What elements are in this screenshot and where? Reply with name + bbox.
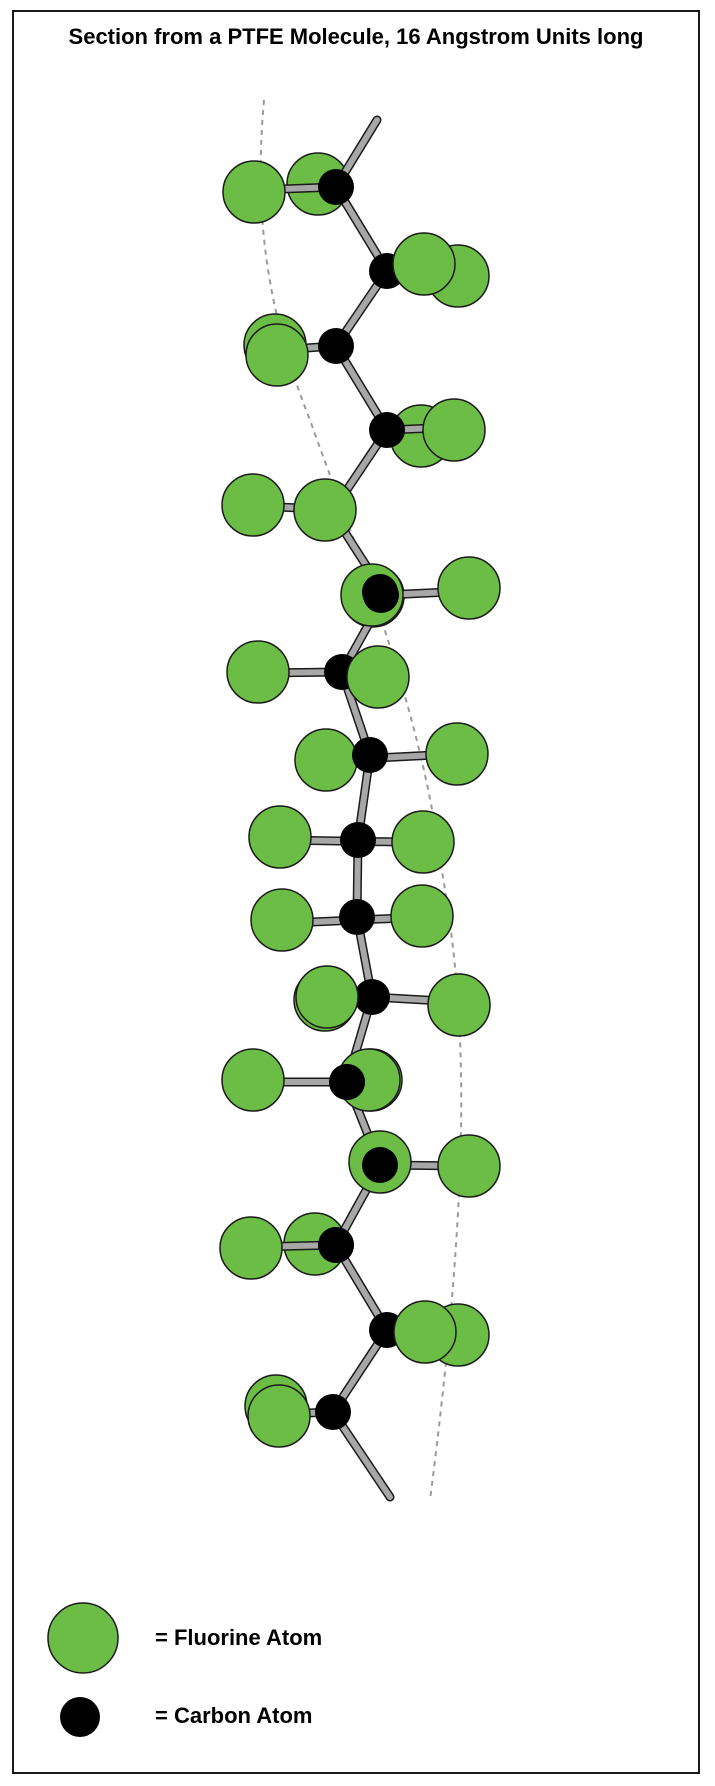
legend-carbon-label: = Carbon Atom <box>155 1703 313 1728</box>
legend-fluorine-label: = Fluorine Atom <box>155 1625 323 1650</box>
carbon-atom <box>318 328 354 364</box>
carbon-atom <box>340 822 376 858</box>
fluorine-atom <box>295 965 359 1029</box>
fluorine-atom <box>221 473 285 537</box>
fluorine-atom <box>221 1048 285 1112</box>
fluorine-atom <box>393 1300 457 1364</box>
fluorine-atom <box>392 232 456 296</box>
fluorine-atom <box>219 1216 283 1280</box>
fluorine-atom <box>422 398 486 462</box>
diagram-title: Section from a PTFE Molecule, 16 Angstro… <box>68 24 644 49</box>
fluorine-atom <box>226 640 290 704</box>
fluorine-atom <box>391 810 455 874</box>
fluorine-atom <box>294 728 358 792</box>
fluorine-atom <box>293 478 357 542</box>
fluorine-atom <box>346 645 410 709</box>
fluorine-atom <box>390 884 454 948</box>
carbon-atom <box>318 1227 354 1263</box>
carbon-backbone-bond <box>328 117 393 1500</box>
carbon-atom <box>354 979 390 1015</box>
carbon-atom <box>369 412 405 448</box>
legend-carbon-icon <box>60 1697 100 1737</box>
carbon-atom <box>362 1147 398 1183</box>
carbon-atom <box>318 169 354 205</box>
fluorine-atom <box>437 556 501 620</box>
fluorine-atom <box>425 722 489 786</box>
fluorine-atom <box>250 888 314 952</box>
carbon-atom <box>329 1064 365 1100</box>
fluorine-atom <box>245 323 309 387</box>
carbon-atom <box>315 1394 351 1430</box>
fluorine-atom <box>248 805 312 869</box>
carbon-atom <box>339 899 375 935</box>
fluorine-atom <box>437 1134 501 1198</box>
fluorine-atom <box>247 1384 311 1448</box>
carbon-atom <box>363 577 399 613</box>
legend-fluorine-icon <box>47 1602 119 1674</box>
fluorine-atom <box>222 160 286 224</box>
fluorine-atom <box>427 973 491 1037</box>
carbon-atom <box>352 737 388 773</box>
